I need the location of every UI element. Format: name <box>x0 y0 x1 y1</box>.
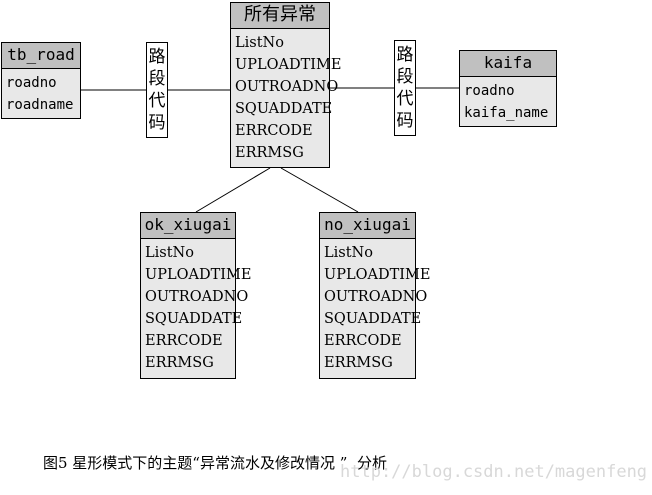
line-center-to-no-xiugai <box>280 167 359 213</box>
field: OUTROADNO <box>324 289 428 305</box>
entity-kaifa: kaifa roadno kaifa_name <box>459 50 557 127</box>
relation-char: 码 <box>396 111 414 131</box>
field: OUTROADNO <box>145 289 249 305</box>
watermark-url: http://blog.csdn.net/magenfeng <box>340 462 648 482</box>
field: ERRCODE <box>235 123 313 139</box>
entity-title: tb_road <box>2 43 80 69</box>
relation-char: 路 <box>396 45 414 65</box>
field: roadname <box>6 97 74 113</box>
relation-char: 代 <box>396 89 414 109</box>
line-center-to-ok-xiugai <box>195 167 271 213</box>
relation-label-right: 路 段 代 码 <box>394 40 416 136</box>
entity-tb-road: tb_road roadno roadname <box>1 42 81 119</box>
field-list: roadno kaifa_name <box>460 77 556 124</box>
field: ERRCODE <box>145 333 223 349</box>
entity-title: ok_xiugai <box>141 213 235 239</box>
field: OUTROADNO <box>235 79 339 95</box>
field-list: ListNo UPLOADTIME OUTROADNO SQUADDATE ER… <box>231 29 342 164</box>
field: ERRCODE <box>324 333 402 349</box>
field-list: ListNo UPLOADTIME OUTROADNO SQUADDATE ER… <box>141 239 252 374</box>
field: ListNo <box>235 35 284 51</box>
field: SQUADDATE <box>235 101 333 117</box>
relation-char: 段 <box>148 69 166 89</box>
figure-caption: 图5 星形模式下的主题“异常流水及修改情况 ” 分析 <box>43 454 387 472</box>
field: ERRMSG <box>145 355 214 371</box>
entity-title: no_xiugai <box>320 213 415 239</box>
field: ListNo <box>145 245 194 261</box>
field: kaifa_name <box>464 105 549 121</box>
field: ERRMSG <box>324 355 393 371</box>
field-list: ListNo UPLOADTIME OUTROADNO SQUADDATE ER… <box>320 239 431 374</box>
entity-title: kaifa <box>460 51 556 77</box>
relation-char: 段 <box>396 67 414 87</box>
field: SQUADDATE <box>145 311 243 327</box>
relation-char: 路 <box>148 47 166 67</box>
field: UPLOADTIME <box>145 267 252 283</box>
field: UPLOADTIME <box>324 267 431 283</box>
relation-char: 代 <box>148 91 166 111</box>
field-list: roadno roadname <box>2 69 80 116</box>
relation-label-left: 路 段 代 码 <box>146 42 168 138</box>
entity-title: 所有异常 <box>231 3 329 29</box>
field: SQUADDATE <box>324 311 422 327</box>
field: UPLOADTIME <box>235 57 342 73</box>
field: ERRMSG <box>235 145 304 161</box>
entity-no-xiugai: no_xiugai ListNo UPLOADTIME OUTROADNO SQ… <box>319 212 431 379</box>
entity-ok-xiugai: ok_xiugai ListNo UPLOADTIME OUTROADNO SQ… <box>140 212 252 379</box>
field: roadno <box>6 75 57 91</box>
relation-char: 码 <box>148 113 166 133</box>
field: roadno <box>464 83 515 99</box>
entity-center-all-exceptions: 所有异常 ListNo UPLOADTIME OUTROADNO SQUADDA… <box>230 2 342 168</box>
field: ListNo <box>324 245 373 261</box>
